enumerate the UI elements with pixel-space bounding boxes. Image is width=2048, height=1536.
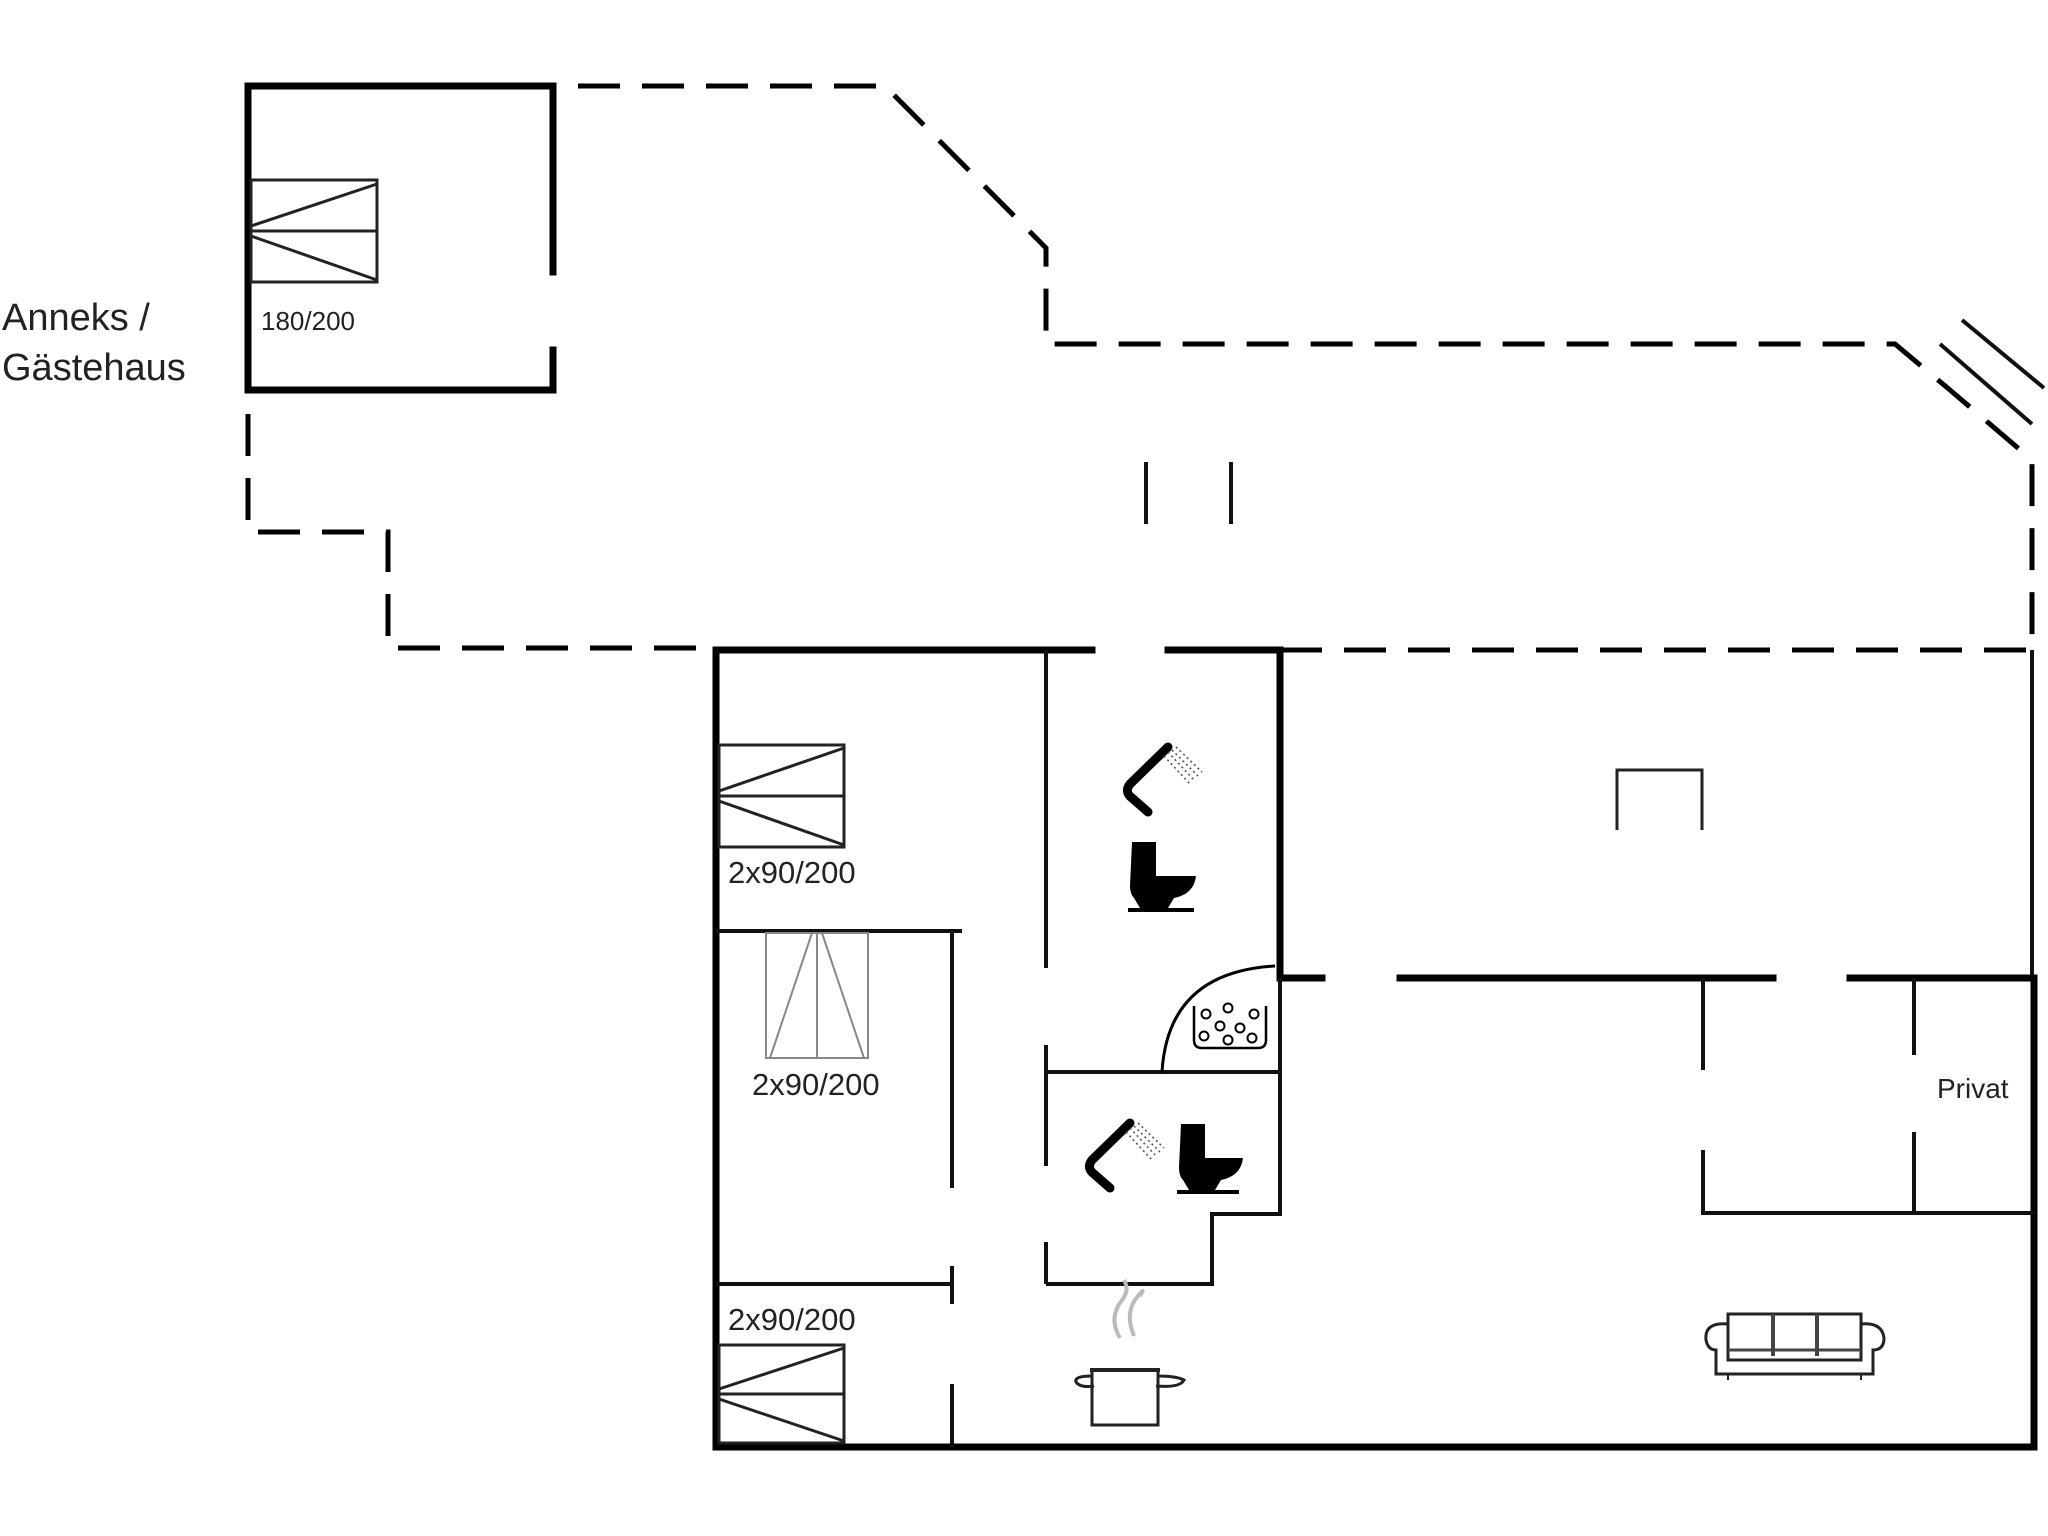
annex-label-line1: Anneks / bbox=[2, 297, 150, 339]
toilet-icon bbox=[1177, 1124, 1243, 1194]
exterior-wall bbox=[712, 646, 2038, 1451]
bedroom-bottom-twin-beds bbox=[717, 1343, 846, 1445]
annex-label-line2: Gästehaus bbox=[2, 347, 186, 389]
private-room-label: Privat bbox=[1937, 1073, 2009, 1104]
lower-bath-wall bbox=[1046, 978, 1282, 1286]
bedroom-middle-bed-label: 2x90/200 bbox=[752, 1067, 880, 1102]
stairs-line bbox=[1960, 318, 2046, 390]
terrace-outline bbox=[245, 83, 2046, 653]
sofa-icon bbox=[1704, 1312, 1886, 1380]
interior-walls bbox=[716, 650, 2034, 1447]
bedroom-bottom-bed-label: 2x90/200 bbox=[728, 1302, 856, 1337]
stairs-line bbox=[1938, 342, 2034, 426]
spa-whirlpool-icon bbox=[1160, 964, 1276, 1073]
cooking-pot-icon bbox=[1074, 1278, 1187, 1427]
main-house-walls bbox=[712, 646, 2038, 1451]
annex-double-bed bbox=[249, 178, 379, 284]
bedroom-middle-twin-beds bbox=[765, 932, 869, 1059]
bedroom-top-bed-label: 2x90/200 bbox=[728, 855, 856, 890]
bedroom-top-twin-beds bbox=[717, 743, 846, 849]
terrace-dashed-left bbox=[245, 414, 716, 651]
fireplace-outline bbox=[1615, 768, 1704, 830]
shower-icon bbox=[1122, 742, 1203, 817]
shower-icon bbox=[1084, 1118, 1165, 1193]
annex-walls bbox=[244, 82, 557, 394]
annex-building: 180/200 bbox=[244, 82, 557, 394]
annex-bed-size-label: 180/200 bbox=[261, 306, 355, 336]
private-room-wall bbox=[1701, 1150, 2034, 1215]
terrace-dashed-top bbox=[578, 83, 2035, 650]
toilet-icon bbox=[1128, 842, 1196, 912]
